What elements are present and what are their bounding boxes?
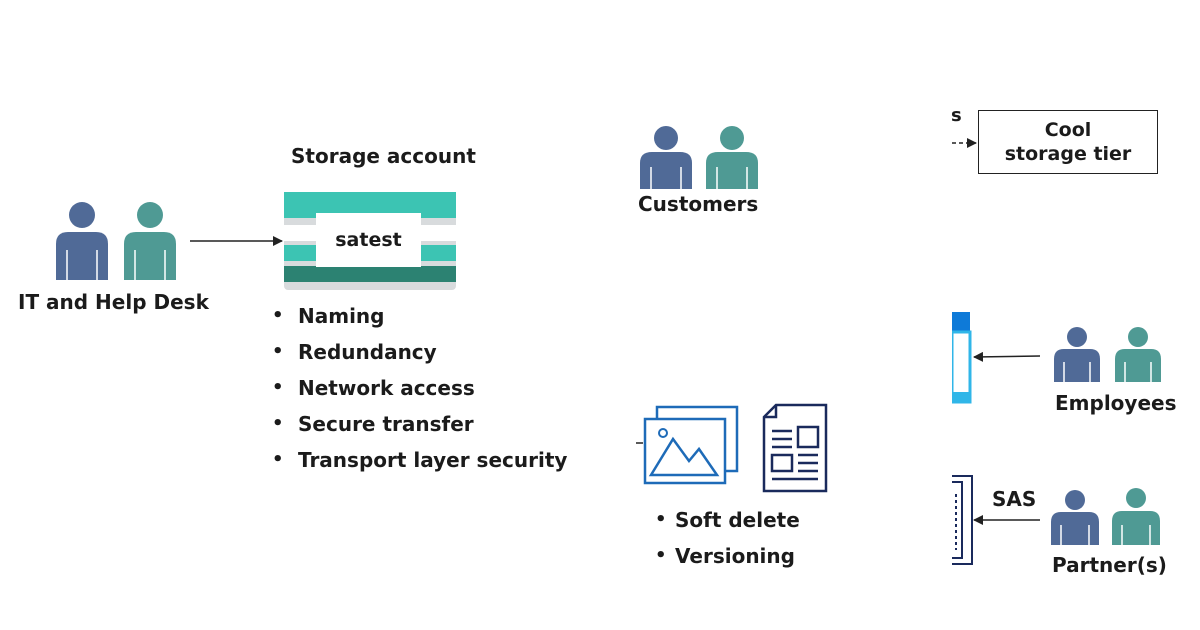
it-person-blue-icon [56,202,108,280]
list-item: Secure transfer [272,406,567,442]
employees-arrow [973,351,1041,362]
account-settings-list: Naming Redundancy Network access Secure … [272,298,567,478]
cool-storage-tier-box: Cool storage tier [978,110,1158,174]
partial-container-icon [952,475,973,565]
data-protection-list: Soft delete Versioning [655,502,800,574]
partial-app-icon [952,312,972,404]
customer-person-teal-icon [706,126,758,189]
partial-edge-text: s [951,105,962,126]
employees-label: Employees [1055,391,1177,415]
list-item: Transport layer security [272,442,567,478]
list-item: Naming [272,298,567,334]
partner-person-teal-icon [1112,488,1160,545]
partners-label: Partner(s) [1052,553,1167,577]
partner-person-blue-icon [1051,490,1099,545]
list-item: Soft delete [655,502,800,538]
it-person-teal-icon [124,202,176,280]
image-files-icon [643,405,739,485]
document-icon [762,403,828,493]
customers-label: Customers [638,192,759,216]
customer-person-blue-icon [640,126,692,189]
employee-person-blue-icon [1054,327,1100,382]
list-item: Versioning [655,538,800,574]
employee-person-teal-icon [1115,327,1161,382]
it-group-label: IT and Help Desk [18,290,209,314]
cool-tier-line1: Cool [1044,119,1092,141]
list-item: Network access [272,370,567,406]
storage-account-title: Storage account [291,144,476,168]
list-item: Redundancy [272,334,567,370]
cool-tier-line2: storage tier [1004,143,1132,165]
storage-account-name: satest [316,213,421,267]
sas-label: SAS [992,487,1037,511]
